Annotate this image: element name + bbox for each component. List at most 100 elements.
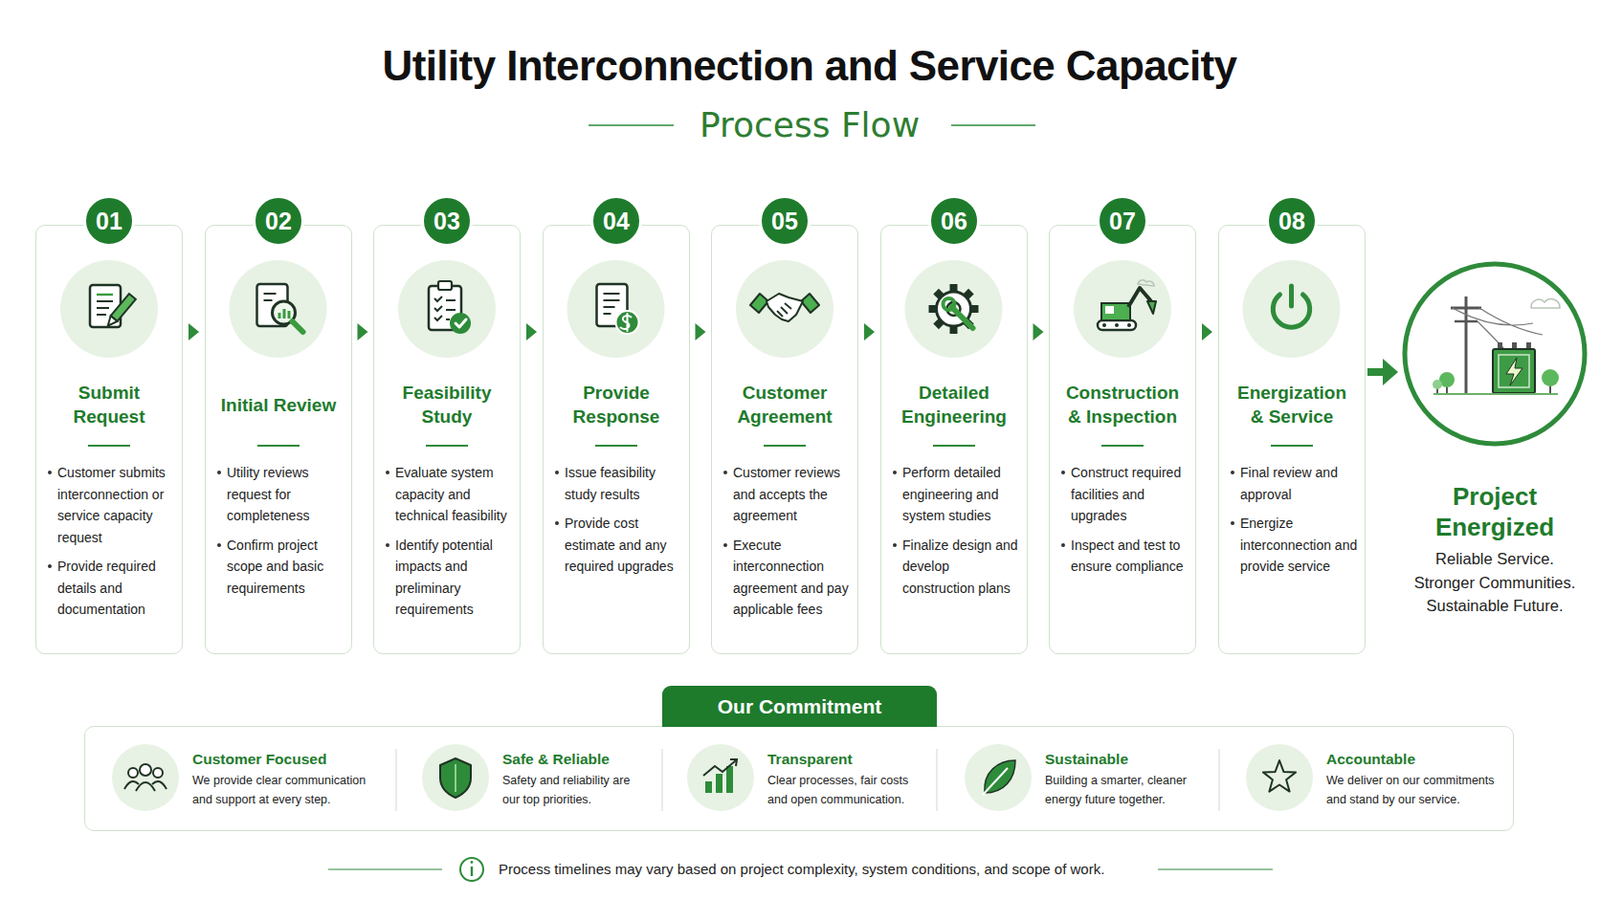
connector-path — [182, 332, 205, 334]
bullet-dot — [217, 470, 222, 475]
bullet-text: Final review and approval — [1240, 462, 1360, 506]
step-card: 05Customer AgreementCustomer reviews and… — [711, 224, 859, 655]
bullet-list: Evaluate system capacity and technical f… — [374, 462, 520, 629]
cost-document-icon — [603, 293, 621, 314]
step-heading-box: Energization & Service — [1231, 377, 1353, 433]
step-heading-box: Customer Agreement — [724, 377, 845, 433]
step-card: 01Submit RequestCustomer submits interco… — [35, 224, 183, 655]
step-card: 06Detailed EngineeringPerform detailed e… — [880, 224, 1028, 655]
flow-arrow — [1027, 323, 1049, 341]
cost-document-icon — [616, 311, 640, 334]
arrow-head — [1201, 323, 1213, 341]
leaf-icon — [984, 760, 1016, 794]
result-heading: Project Energized — [1399, 481, 1591, 543]
bullet-text: Execute interconnection agreement and pa… — [733, 534, 853, 622]
chart-icon — [705, 781, 712, 794]
star-icon — [1263, 760, 1296, 793]
review-magnifier-icon — [288, 311, 291, 319]
flow-arrow — [1196, 323, 1219, 341]
step-card: 03Feasibility StudyEvaluate system capac… — [373, 224, 521, 655]
diagram-title: Utility Interconnection and Service Capa… — [139, 39, 1480, 93]
shield-icon — [440, 758, 471, 799]
step-heading-box: Feasibility Study — [386, 377, 508, 433]
connector-path — [352, 332, 374, 334]
arrow-head — [526, 323, 537, 341]
bullet-item: Construct required facilities and upgrad… — [1049, 462, 1196, 528]
energized-illustration — [1404, 264, 1585, 445]
people-icon — [153, 768, 163, 778]
review-magnifier-icon — [272, 301, 296, 325]
bullet-list: Customer submits interconnection or serv… — [36, 462, 182, 629]
gear-wrench-icon — [950, 325, 958, 334]
gear-wrench-icon — [933, 288, 945, 301]
footnote: Process timelines may vary based on proj… — [498, 859, 1105, 881]
power-icon — [1272, 286, 1310, 328]
bullet-list: Customer reviews and accepts the agreeme… — [711, 462, 858, 629]
bullet-list: Construct required facilities and upgrad… — [1049, 462, 1196, 586]
handshake-icon — [800, 293, 820, 313]
checklist-icon — [449, 312, 471, 334]
bullet-item: Issue feasibility study results — [543, 462, 689, 506]
checklist-icon — [434, 296, 443, 321]
energized-illustration — [1439, 372, 1455, 388]
bullet-item: Utility reviews request for completeness — [205, 462, 352, 528]
step-number: 02 — [252, 195, 305, 247]
step-icon-circles — [567, 260, 666, 358]
power-icon — [1272, 294, 1310, 328]
bullet-item: Customer reviews and accepts the agreeme… — [711, 462, 858, 528]
bullet-dot — [47, 470, 52, 475]
commitment-heading: Accountable — [1326, 750, 1416, 769]
review-magnifier-icon — [278, 312, 282, 319]
step-heading: Energization & Service — [1231, 380, 1353, 429]
commitment-text: Clear processes, fair costs and open com… — [767, 771, 921, 810]
gear-wrench-icon — [947, 302, 961, 316]
commitment-text: Safety and reliability are our top prior… — [502, 771, 642, 810]
footnote-rule — [1157, 868, 1273, 870]
step-number: 03 — [421, 195, 473, 247]
energized-illustration — [1433, 393, 1558, 396]
connector-path — [1027, 332, 1049, 334]
step-number: 06 — [928, 195, 980, 247]
heading-underline — [595, 444, 638, 447]
commitment-icon-circles — [111, 744, 1313, 812]
people-icon — [152, 781, 167, 790]
bullet-list: Perform detailed engineering and system … — [881, 462, 1027, 607]
bullet-text: Provide required details and documentati… — [57, 555, 178, 622]
chart-icon — [715, 774, 723, 794]
people-icon — [139, 764, 152, 777]
heading-underline — [257, 444, 300, 447]
bullet-text: Construct required facilities and upgrad… — [1070, 462, 1191, 528]
bullet-list: Issue feasibility study resultsProvide c… — [543, 462, 689, 586]
bullet-dot — [217, 543, 222, 548]
commitment-item: Customer FocusedWe provide clear communi… — [111, 741, 377, 817]
document-pencil-icon — [89, 285, 121, 328]
gear-wrench-icon — [933, 317, 945, 330]
step-number: 01 — [83, 195, 135, 247]
review-magnifier-icon — [264, 293, 277, 301]
bullet-dot — [47, 564, 52, 569]
bullet-dot — [723, 470, 728, 475]
shield-icon — [440, 758, 471, 799]
chart-icon — [730, 759, 737, 767]
step-number: 05 — [758, 195, 811, 247]
step-heading-box: Construction & Inspection — [1062, 377, 1183, 433]
commitment-dividers — [395, 749, 397, 812]
arrow-head — [695, 323, 707, 341]
handshake-icon — [750, 293, 820, 322]
commitment-dividers — [396, 749, 1220, 812]
heading-underline — [933, 444, 976, 447]
flow-arrow — [352, 323, 374, 341]
energized-illustration — [1436, 388, 1439, 395]
step-heading: Detailed Engineering — [893, 380, 1015, 429]
bullet-item: Inspect and test to ensure compliance — [1049, 534, 1196, 578]
step-heading-box: Provide Response — [555, 377, 677, 433]
commitment-heading: Transparent — [767, 750, 853, 769]
bullet-dot — [1230, 521, 1235, 526]
step-card: 07Construction & InspectionConstruct req… — [1048, 224, 1197, 655]
info-icon — [470, 866, 473, 877]
bullet-text: Issue feasibility study results — [564, 462, 685, 506]
flow-arrow — [182, 323, 205, 341]
energized-illustration — [1454, 320, 1478, 324]
arrow-head — [864, 323, 875, 341]
bullet-item: Energize interconnection and provide ser… — [1219, 512, 1365, 578]
